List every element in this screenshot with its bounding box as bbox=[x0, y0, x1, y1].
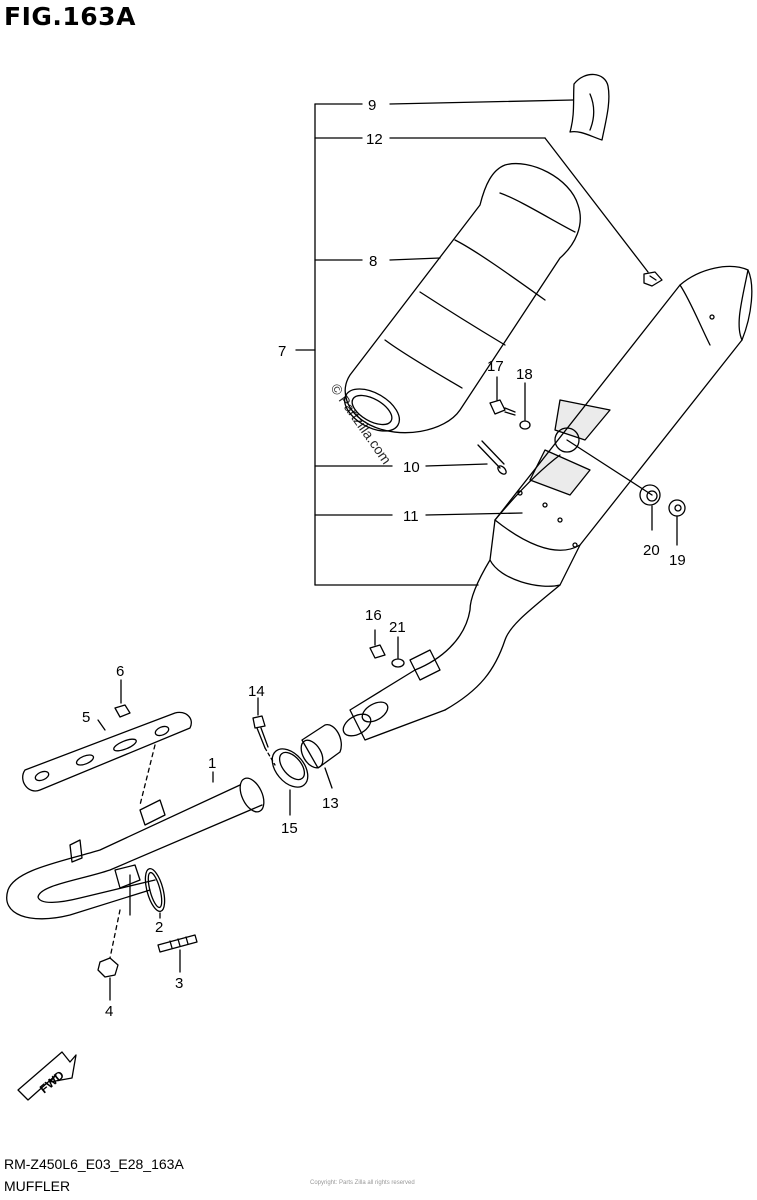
silencer-inlet-pipe bbox=[342, 559, 561, 741]
callout-labels: 9 12 8 7 10 11 17 18 20 19 16 21 14 13 1… bbox=[37, 97, 686, 1096]
part-6-bolt bbox=[114, 704, 131, 718]
callout-6: 6 bbox=[116, 663, 124, 680]
part-4-nut bbox=[97, 874, 131, 978]
callout-20: 20 bbox=[643, 542, 660, 559]
callout-leaders bbox=[97, 376, 678, 1001]
part-16-bolt bbox=[369, 644, 386, 659]
model-code: RM-Z450L6_E03_E28_163A bbox=[4, 1156, 184, 1172]
part-17-bolt bbox=[489, 399, 516, 416]
part-8-silencer-packing bbox=[344, 163, 581, 434]
part-12-bolt bbox=[643, 271, 663, 287]
callout-15: 15 bbox=[281, 820, 298, 837]
figure-title: FIG.163A bbox=[4, 2, 136, 31]
callout-17: 17 bbox=[487, 358, 504, 375]
callout-2: 2 bbox=[155, 919, 163, 936]
callout-12: 12 bbox=[366, 131, 383, 148]
fwd-arrow-icon bbox=[17, 1051, 77, 1101]
part-18-washer bbox=[519, 420, 531, 430]
silencer-body bbox=[489, 265, 753, 587]
part-19-collar bbox=[668, 499, 686, 517]
part-13-connector bbox=[300, 724, 342, 769]
callout-3: 3 bbox=[175, 975, 183, 992]
callout-8: 8 bbox=[369, 253, 377, 270]
callout-16: 16 bbox=[365, 607, 382, 624]
part-15-clamp bbox=[271, 748, 309, 816]
part-21-washer bbox=[391, 658, 405, 668]
part-2-gasket bbox=[144, 867, 166, 913]
callout-13: 13 bbox=[322, 795, 339, 812]
callout-11: 11 bbox=[403, 508, 419, 525]
callout-19: 19 bbox=[669, 552, 686, 569]
callout-7: 7 bbox=[278, 343, 286, 360]
part-10-rivet bbox=[477, 440, 507, 475]
callout-1: 1 bbox=[208, 755, 216, 772]
callout-4: 4 bbox=[105, 1003, 113, 1020]
part-5-heat-shield bbox=[22, 711, 192, 806]
callout-9: 9 bbox=[368, 97, 376, 114]
assembly-7-bracket bbox=[295, 99, 649, 586]
callout-18: 18 bbox=[516, 366, 533, 383]
part-20-grommet bbox=[566, 439, 661, 506]
figure-caption: MUFFLER bbox=[4, 1178, 71, 1194]
footer-copyright: Copyright: Parts Zilla all rights reserv… bbox=[310, 1180, 415, 1186]
callout-14: 14 bbox=[248, 683, 265, 700]
part-9-label-sticker bbox=[569, 73, 610, 141]
callout-21: 21 bbox=[389, 619, 406, 636]
part-3-stud-bolt bbox=[157, 934, 198, 953]
watermark-text: © Partzilla.com bbox=[328, 381, 395, 467]
part-14-bolt bbox=[252, 715, 276, 766]
callout-5: 5 bbox=[82, 709, 90, 726]
callout-10: 10 bbox=[403, 459, 420, 476]
part-1-exhaust-pipe bbox=[6, 777, 265, 920]
